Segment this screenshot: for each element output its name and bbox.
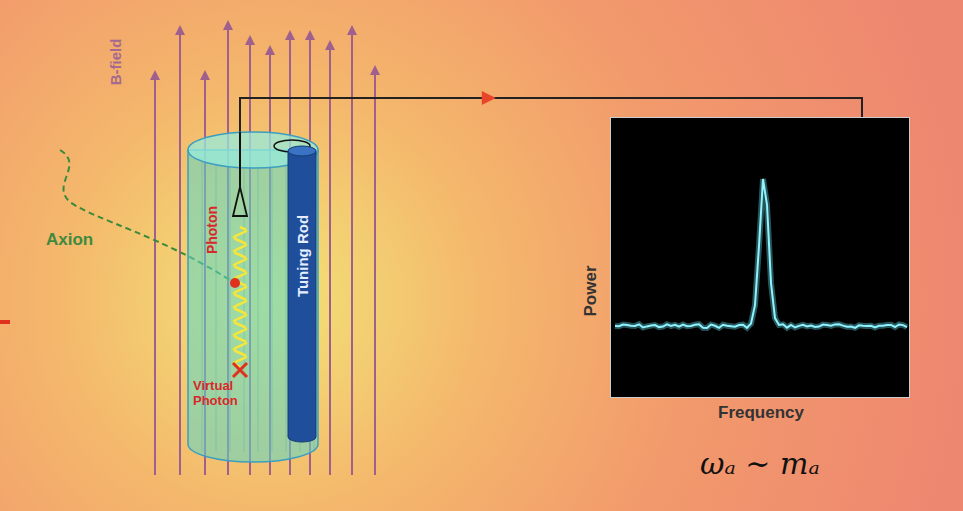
formula-label: ωₐ ∼ mₐ xyxy=(700,446,820,481)
field-arrowhead xyxy=(265,45,275,55)
field-arrowhead xyxy=(200,70,210,80)
node-label: Power xyxy=(581,265,601,316)
node-label: Photon xyxy=(204,206,220,254)
field-arrowhead xyxy=(370,65,380,75)
cavity-grid xyxy=(230,162,231,452)
cavity-grid xyxy=(272,162,273,452)
cavity-grid xyxy=(286,162,287,452)
field-line xyxy=(154,78,156,475)
photon-wave xyxy=(234,227,246,367)
signal-trace xyxy=(615,179,907,328)
field-arrowhead xyxy=(347,25,357,35)
edge-mark xyxy=(0,320,10,324)
virtual-photon-mark xyxy=(233,363,247,377)
cavity-body xyxy=(188,150,318,462)
vertex-dot xyxy=(230,278,240,288)
b-field-arrows xyxy=(150,20,380,475)
field-label: B-field xyxy=(107,39,124,86)
field-arrowhead xyxy=(285,30,295,40)
resonant-cavity: PhotonVirtual Photon Tuning Rod xyxy=(187,132,319,462)
field-arrowhead xyxy=(325,40,335,50)
rod-body xyxy=(288,151,316,442)
field-arrowhead xyxy=(150,70,160,80)
tuning-rod: Tuning Rod xyxy=(287,146,317,442)
antenna xyxy=(233,187,247,216)
field-line xyxy=(374,73,376,475)
node-label: Tuning Rod xyxy=(294,215,311,297)
spectrum-display: PowerFrequency xyxy=(610,117,910,398)
wire-arrowhead xyxy=(482,91,496,105)
cavity-grid xyxy=(258,162,259,452)
field-arrowhead xyxy=(175,25,185,35)
node-label: Frequency xyxy=(718,403,804,423)
field-arrowhead xyxy=(223,20,233,30)
field-line xyxy=(179,33,181,475)
cavity-grid xyxy=(216,162,217,452)
rod-top xyxy=(288,146,316,156)
node-label: Virtual Photon xyxy=(193,378,253,408)
field-arrowhead xyxy=(305,30,315,40)
field-line xyxy=(351,33,353,475)
antenna-wire xyxy=(239,132,241,187)
field-arrowhead xyxy=(245,35,255,45)
signal-glow xyxy=(615,179,907,328)
field-line xyxy=(329,48,331,475)
spectrum-plot xyxy=(611,118,909,397)
cavity-grid xyxy=(202,162,203,452)
particle-label: Axion xyxy=(46,230,93,250)
